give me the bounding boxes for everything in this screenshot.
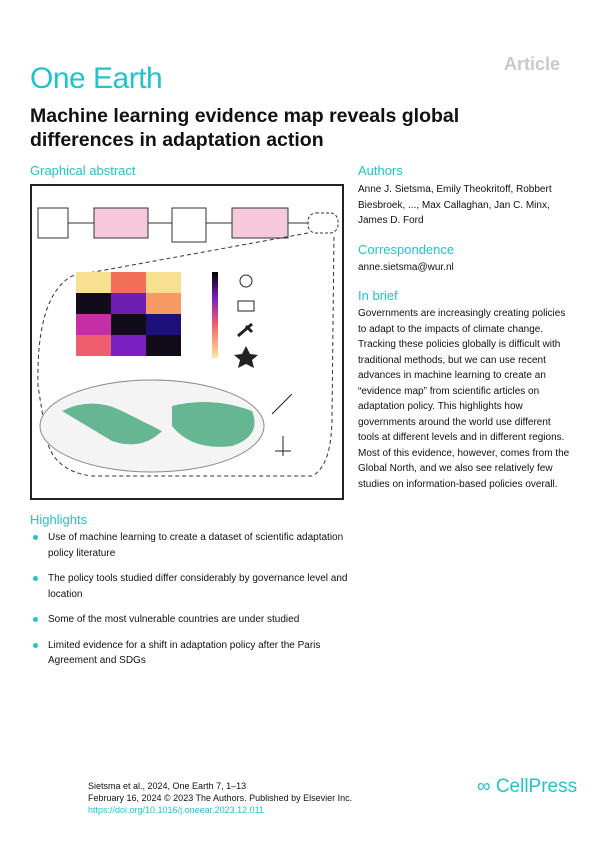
citation: Sietsma et al., 2024, One Earth 7, 1–13 xyxy=(88,781,247,791)
heatmap-cell xyxy=(76,272,111,293)
graphical-abstract-heading: Graphical abstract xyxy=(30,163,136,178)
article-type: Article xyxy=(503,54,560,74)
heatmap-cell xyxy=(146,293,181,314)
highlight-item: The policy tools studied differ consider… xyxy=(30,571,350,602)
heatmap-cell xyxy=(111,314,146,335)
correspondence-heading: Correspondence xyxy=(358,242,455,257)
heatmap-cell xyxy=(111,272,146,293)
highlight-item: Limited evidence for a shift in adaptati… xyxy=(30,638,350,669)
correspondence-email[interactable]: anne.sietsma@wur.nl xyxy=(358,262,454,273)
color-scale xyxy=(212,272,218,358)
heatmap-cell xyxy=(76,314,111,335)
gavel-icon xyxy=(237,322,254,338)
graphical-abstract-figure xyxy=(37,207,339,477)
cellpress-link-icon: ∞ xyxy=(477,776,491,797)
footer-citation: Sietsma et al., 2024, One Earth 7, 1–13 … xyxy=(88,780,352,816)
lightbulb-icon xyxy=(239,274,253,288)
in-brief-heading: In brief xyxy=(358,288,398,303)
doi-link[interactable]: https://doi.org/10.1016/j.oneear.2023.12… xyxy=(88,805,264,815)
heatmap xyxy=(76,272,181,356)
star-icon xyxy=(234,346,258,368)
highlight-item: Some of the most vulnerable countries ar… xyxy=(30,612,350,628)
authors-list: Anne J. Sietsma, Emily Theokritoff, Robb… xyxy=(358,184,552,226)
publication-date: February 16, 2024 © 2023 The Authors. Pu… xyxy=(88,793,353,803)
article-title: Machine learning evidence map reveals gl… xyxy=(30,105,460,151)
heatmap-cell xyxy=(76,335,111,356)
journal-name: One Earth xyxy=(30,62,163,95)
authors-heading: Authors xyxy=(358,163,403,178)
money-icon xyxy=(237,300,255,312)
highlights-list: Use of machine learning to create a data… xyxy=(30,530,350,679)
graphical-abstract xyxy=(30,184,344,500)
highlight-item: Use of machine learning to create a data… xyxy=(30,530,350,561)
heatmap-cell xyxy=(111,293,146,314)
heatmap-cell xyxy=(146,272,181,293)
highlights-heading: Highlights xyxy=(30,512,88,527)
trend-icon xyxy=(271,393,293,456)
cellpress-logo: ∞ CellPress xyxy=(477,776,578,797)
heatmap-cell xyxy=(146,335,181,356)
heatmap-cell xyxy=(146,314,181,335)
heatmap-cell xyxy=(111,335,146,356)
heatmap-cell xyxy=(76,293,111,314)
in-brief-text: Governments are increasingly creating po… xyxy=(358,308,570,490)
